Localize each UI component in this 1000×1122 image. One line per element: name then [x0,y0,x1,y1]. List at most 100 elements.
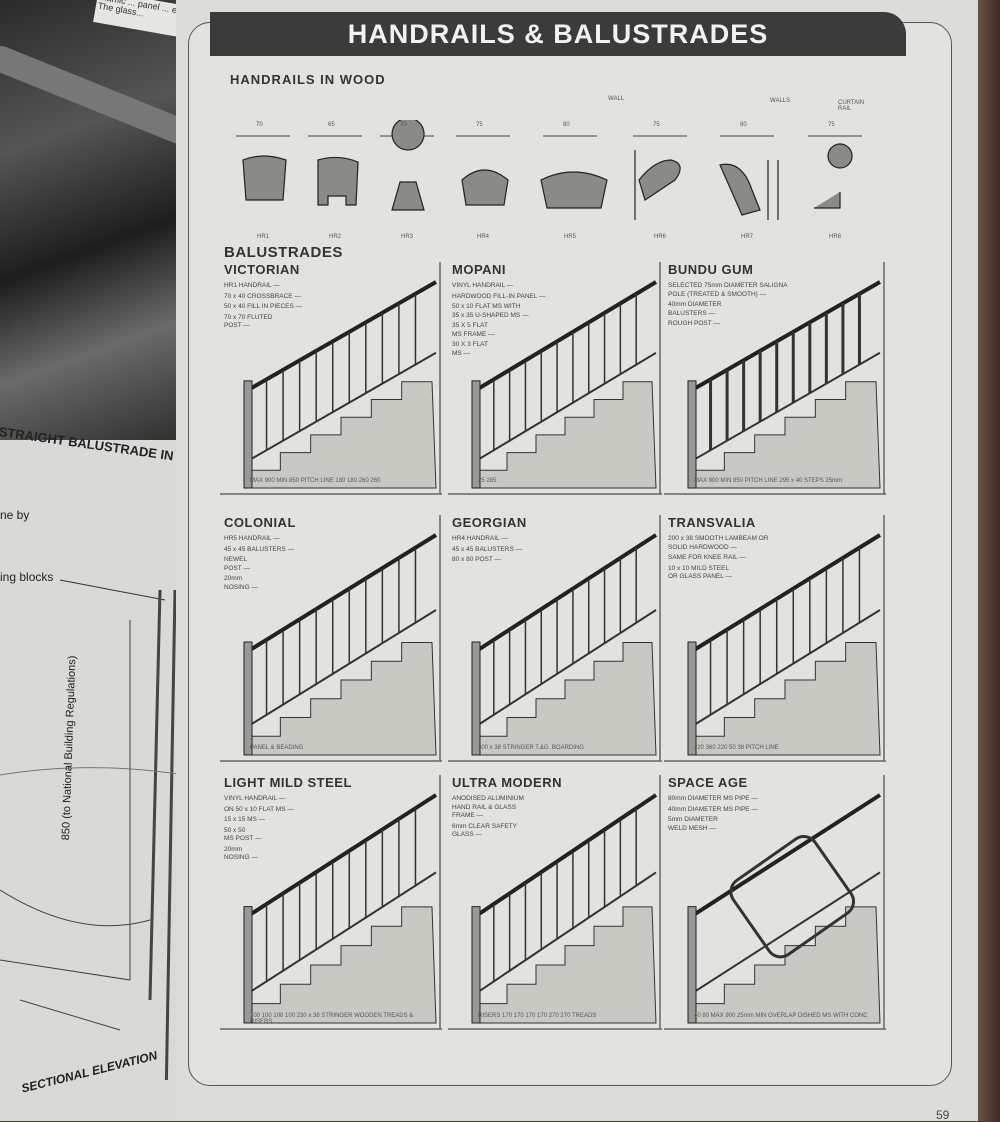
bottom-rail [477,609,657,726]
stair-steps [477,381,657,489]
newel-post [687,641,697,756]
profile-drawing [808,135,862,209]
balustrade-name: MOPANI [452,262,507,277]
profile-drawing [633,135,687,220]
balustrade-drawing [448,775,662,1030]
stair-steps [249,906,437,1024]
annotation-label: ON 50 x 10 FLAT MS — [224,805,294,813]
handrail [248,793,438,917]
bottom-rail [477,871,657,993]
profile-shape [719,160,779,220]
bottom-rail [249,609,437,726]
balustrade-ultra-modern: ULTRA MODERN ANODISED ALUMINIUM HAND RAIL… [448,775,662,1033]
annotation-list: VINYL HANDRAIL —HARDWOOD FILL-IN PANEL —… [452,282,546,360]
annotation-label: 50 x 10 FLAT MS WITH 35 x 35 U-SHAPED MS… [452,303,529,319]
width-dimension: 75 [828,122,835,128]
dimension-labels: RISERS 170 170 170 170 270 270 TREADS [478,1013,597,1019]
annotation-list: 80mm DIAMETER MS PIPE — 40mm DIAMETER MS … [668,795,758,835]
annotation-label: 50 x 50 MS POST — [224,826,262,843]
annotation-list: VINYL HANDRAIL — ON 50 x 10 FLAT MS — 15 x… [224,795,294,865]
annotation-list: 200 x 38 SMOOTH LAMBEAM OR SOLID HARDWOO… [668,535,768,584]
table-edge [978,0,1000,1121]
annotation-label: HARDWOOD FILL-IN PANEL — [452,292,546,300]
dimension-labels: 300 x 38 STRINGER T.&G. BOARDING [478,745,584,751]
annotation-label: 200 x 38 SMOOTH LAMBEAM OR SOLID HARDWOO… [668,535,769,551]
profile-drawing [308,135,362,206]
handrail [692,533,882,652]
annotation-label: VINYL HANDRAIL — [224,795,286,802]
annotation-label: 30 X 3 FLAT MS — [452,341,489,357]
handrail [476,280,658,391]
annotation-label: 5mm DIAMETER WELD MESH — [668,816,718,832]
stair-steps [693,381,881,489]
profile-shape [391,117,425,211]
stair-steps [693,642,881,756]
dimension-labels: 100 100 100 100 230 x 38 STRINGER WOODEN… [250,1013,414,1025]
bottom-rail [477,351,657,461]
curtain-rail-note: CURTAIN RAIL [838,100,865,112]
annotation-label: 20mm NOSING — [224,575,258,591]
balustrade-transvalia: TRANSVALIA 200 x 38 SMOOTH LAMBEAM OR SOL… [664,515,886,765]
newel-post [687,906,697,1024]
balustrade-drawing [664,775,886,1030]
annotation-label: 40mm DIAMETER BALUSTERS — [668,301,722,317]
annotation-label: HR1 HANDRAIL — [224,282,280,289]
handrails-heading: HANDRAILS IN WOOD [230,72,386,87]
left-page: ...amic ... panel ... edges. The glass..… [0,0,236,1121]
annotation-label: 10 x 10 MILD STEEL OR GLASS PANEL — [668,564,732,581]
weld-mesh-frame [729,835,856,959]
profile-shape [461,169,509,206]
annotation-label: 70 x 40 CROSSBRACE — [224,292,301,300]
width-dimension: 75 [476,122,483,128]
balustrade-name: SPACE AGE [668,775,748,790]
annotation-label: 40mm DIAMETER MS PIPE — [668,805,758,813]
newel-post [687,380,697,489]
newel-post [243,641,253,756]
annotation-list: SELECTED 75mm DIAMETER SALIGNA POLE (TRE… [668,282,788,331]
newel-post [471,380,481,489]
dimension-labels: PANEL & BEADING [250,745,304,751]
profile-code: HR1 [256,234,269,240]
profile-drawing [236,135,290,201]
annotation-label: ANODISED ALUMINIUM HAND RAIL & GLASS FRA… [452,795,524,819]
left-text-2: ing blocks [0,570,54,584]
width-dimension: 70 [400,122,407,128]
profile-code: HR8 [828,234,841,240]
profile-shape [814,143,853,209]
annotation-label: 80mm DIAMETER MS PIPE — [668,795,758,802]
balustrade-name: LIGHT MILD STEEL [224,775,352,790]
handrail [249,280,437,391]
annotation-label: 15 x 15 MS — [224,816,266,823]
balustrade-name: TRANSVALIA [668,515,756,530]
stair-steps [693,906,881,1024]
balustrade-name: ULTRA MODERN [452,775,562,790]
newel-post [471,641,481,756]
annotation-list: HR5 HANDRAIL —45 x 45 BALUSTERS —NEWEL P… [224,535,294,594]
profile-drawing [719,135,779,220]
shop-balustrade-photo: ...amic ... panel ... edges. The glass..… [0,0,236,440]
page-number: 59 [936,1108,950,1122]
width-dimension: 65 [328,122,335,128]
annotation-label: ROUGH POST — [668,320,720,327]
profile-shape [317,156,359,206]
handrail [248,533,438,652]
dimension-labels: 220 360 220 50 38 PITCH LINE [694,745,779,751]
bottom-rail [693,351,881,461]
profile-code: HR2 [328,234,341,240]
newel-post [243,906,253,1024]
dimension-labels: 40 80 MAX 900 25mm MIN OVERLAP DISHED MS… [694,1013,868,1019]
balustrade-mopani: MOPANI VINYL HANDRAIL —HARDWOOD FILL-IN P… [448,262,662,498]
handrail [692,793,882,917]
wall-note: WALL [608,96,625,102]
dimension-labels: 25 285 [478,478,497,484]
